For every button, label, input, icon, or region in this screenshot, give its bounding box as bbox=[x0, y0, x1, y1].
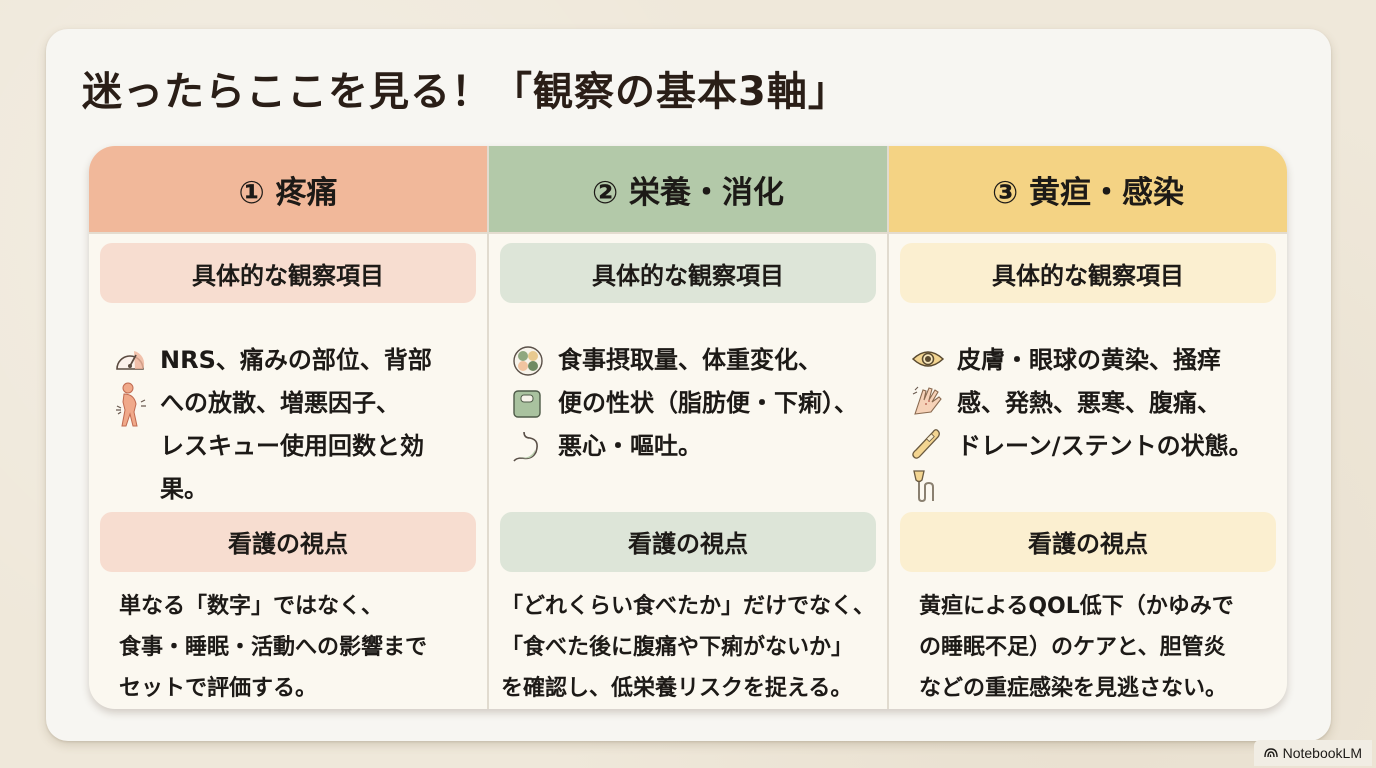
column-nutrition: ② 栄養・消化 具体的な観察項目 bbox=[489, 146, 889, 709]
observation-label: 具体的な観察項目 bbox=[900, 243, 1276, 304]
observation-text: 皮膚・眼球の黄染、掻痒 感、発熱、悪寒、腹痛、 ドレーン/ステントの状態。 bbox=[957, 346, 1253, 461]
nursing-label: 看護の視点 bbox=[900, 511, 1276, 572]
icon-stack bbox=[114, 339, 160, 511]
column-jaundice: ③ 黄疸・感染 具体的な観察項目 bbox=[889, 146, 1287, 709]
thermometer-icon bbox=[911, 423, 945, 465]
nursing-label: 看護の視点 bbox=[500, 511, 876, 572]
column-header: ③ 黄疸・感染 bbox=[889, 146, 1287, 235]
stomach-icon bbox=[512, 425, 546, 467]
nursing-text: 黄疸によるQOL低下（かゆみで の睡眠不足）のケアと、胆管炎 などの重症感染を見… bbox=[919, 594, 1234, 701]
icon-stack bbox=[911, 339, 957, 511]
column-pain: ① 疼痛 具体的な観察項目 bbox=[89, 146, 489, 709]
page-title: 迷ったらここを見る！「観察の基本3軸」 bbox=[82, 69, 849, 115]
column-header: ② 栄養・消化 bbox=[489, 146, 887, 235]
back-pain-person-icon bbox=[114, 379, 148, 431]
weight-scale-icon bbox=[512, 383, 546, 425]
nursing-text: 「どれくらい食べたか」だけでなく、 「食べた後に腹痛や下痢がないか」 を確認し、… bbox=[501, 594, 876, 701]
itchy-hand-icon bbox=[911, 379, 945, 423]
observation-items: NRS、痛みの部位、背部 への放散、増悪因子、 レスキュー使用回数と効 果。 bbox=[89, 303, 487, 511]
observation-items: 皮膚・眼球の黄染、掻痒 感、発熱、悪寒、腹痛、 ドレーン/ステントの状態。 bbox=[889, 303, 1287, 511]
drain-tube-icon bbox=[911, 465, 945, 505]
column-header: ① 疼痛 bbox=[89, 146, 487, 235]
observation-label: 具体的な観察項目 bbox=[500, 243, 876, 304]
pain-scale-gauge-icon bbox=[114, 339, 148, 379]
observation-items: 食事摂取量、体重変化、 便の性状（脂肪便・下痢）、 悪心・嘔吐。 bbox=[489, 303, 887, 511]
observation-table: ① 疼痛 具体的な観察項目 bbox=[89, 146, 1287, 709]
notebooklm-watermark: NotebookLM bbox=[1253, 740, 1372, 766]
observation-text: NRS、痛みの部位、背部 への放散、増悪因子、 レスキュー使用回数と効 果。 bbox=[160, 346, 432, 504]
watermark-label: NotebookLM bbox=[1282, 745, 1362, 761]
notebooklm-logo-icon bbox=[1263, 745, 1278, 761]
food-plate-icon bbox=[512, 339, 546, 383]
observation-label: 具体的な観察項目 bbox=[100, 243, 476, 304]
eye-icon bbox=[911, 339, 945, 379]
nursing-text: 単なる「数字」ではなく、 食事・睡眠・活動への影響まで セットで評価する。 bbox=[119, 594, 428, 701]
observation-text: 食事摂取量、体重変化、 便の性状（脂肪便・下痢）、 悪心・嘔吐。 bbox=[558, 346, 858, 461]
nursing-label: 看護の視点 bbox=[100, 511, 476, 572]
slide-card: 迷ったらここを見る！「観察の基本3軸」 ① 疼痛 具体的な観察項目 bbox=[46, 29, 1331, 741]
icon-stack bbox=[512, 339, 558, 511]
